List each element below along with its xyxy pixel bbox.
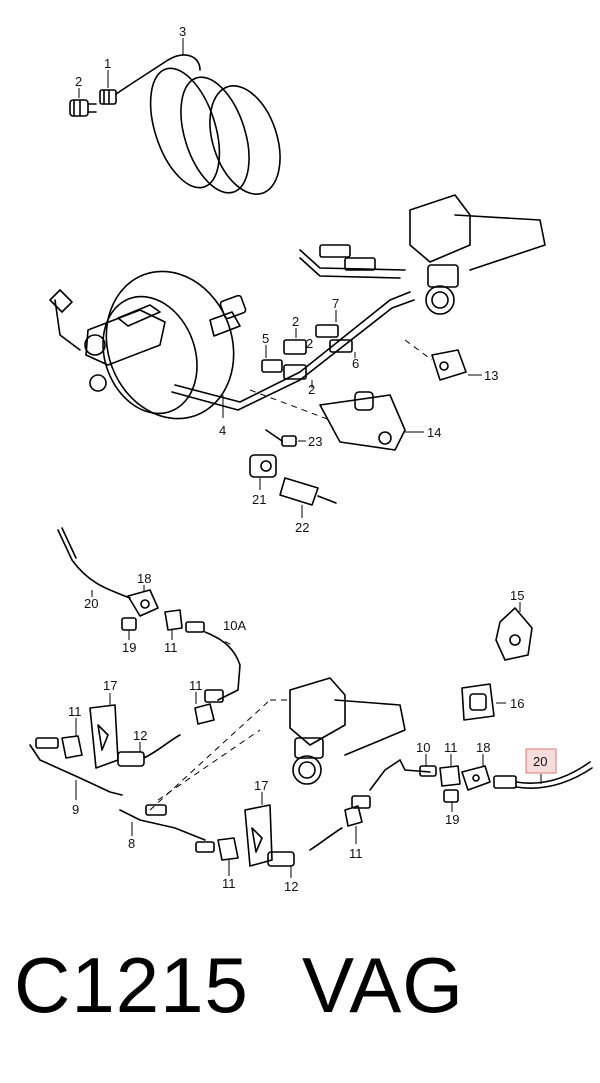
callout-label: 22 bbox=[295, 520, 309, 535]
screw-23 bbox=[265, 429, 297, 447]
callout-label: 21 bbox=[252, 492, 266, 507]
clip-11-upper-left bbox=[164, 609, 205, 633]
clip-11-right bbox=[439, 765, 461, 787]
callout-label: 13 bbox=[484, 368, 498, 383]
callout-label: 10A bbox=[223, 618, 246, 633]
hose-12-right bbox=[267, 827, 343, 867]
callout-label: 2 bbox=[308, 382, 315, 397]
fitting-nut-2 bbox=[69, 99, 97, 117]
brand-name: VAG bbox=[302, 941, 464, 1029]
callout-label: 11 bbox=[68, 704, 82, 719]
nut-19-left bbox=[121, 617, 137, 631]
fitting-11-right-lower bbox=[344, 759, 401, 827]
callout-label: 10 bbox=[416, 740, 430, 755]
fitting-11-mid bbox=[194, 689, 224, 725]
part-code: C1215 bbox=[14, 941, 249, 1029]
brake-hose-20-left bbox=[57, 527, 131, 599]
brake-hose-20-right bbox=[493, 761, 593, 789]
grommet-16 bbox=[461, 683, 495, 721]
line-10A bbox=[204, 631, 241, 701]
callout-label: 5 bbox=[262, 331, 269, 346]
callout-label: 2 bbox=[292, 314, 299, 329]
callout-label: 2 bbox=[75, 74, 82, 89]
callout-label: 8 bbox=[128, 836, 135, 851]
callout-label: 19 bbox=[122, 640, 136, 655]
bracket-18-right bbox=[461, 765, 491, 791]
callout-label: 9 bbox=[72, 802, 79, 817]
callout-label: 18 bbox=[137, 571, 151, 586]
proportioning-valve-lower bbox=[289, 677, 406, 785]
callout-label: 17 bbox=[103, 678, 117, 693]
callout-label: 11 bbox=[164, 640, 178, 655]
line-8 bbox=[119, 804, 206, 841]
callout-label: 17 bbox=[254, 778, 268, 793]
nut-19-right bbox=[443, 789, 459, 803]
line-10-right bbox=[399, 759, 437, 777]
clip-11-left bbox=[35, 735, 83, 759]
callout-label: 14 bbox=[427, 425, 441, 440]
proportioning-valve-upper bbox=[409, 194, 546, 315]
callout-label: 1 bbox=[104, 56, 111, 71]
callout-label: 12 bbox=[284, 879, 298, 894]
line-9 bbox=[29, 744, 123, 796]
callout-label: 3 bbox=[179, 24, 186, 39]
callout-label: 4 bbox=[219, 423, 226, 438]
bracket-18-left bbox=[127, 589, 159, 617]
clip-11-bottom bbox=[195, 837, 239, 861]
callout-label: 7 bbox=[332, 296, 339, 311]
sender-21 bbox=[249, 454, 277, 478]
bracket-14 bbox=[319, 391, 406, 451]
callout-label: 20 bbox=[84, 596, 98, 611]
brake-line-coil-3 bbox=[127, 54, 281, 195]
callout-label: 20 bbox=[533, 754, 547, 769]
callout-label: 11 bbox=[222, 876, 236, 891]
brake-booster bbox=[102, 270, 247, 420]
callout-label: 6 bbox=[352, 356, 359, 371]
highlight-box bbox=[525, 748, 557, 774]
callout-label: 11 bbox=[189, 678, 203, 693]
bracket-13 bbox=[431, 349, 467, 381]
callout-label: 18 bbox=[476, 740, 490, 755]
callout-label: 11 bbox=[349, 846, 363, 861]
callout-label: 12 bbox=[133, 728, 147, 743]
callout-label: 16 bbox=[510, 696, 524, 711]
bracket-17-left bbox=[89, 704, 119, 769]
leader-lines bbox=[75, 38, 542, 878]
hose-12-left bbox=[117, 734, 181, 767]
callout-label: 23 bbox=[308, 434, 322, 449]
callout-label: 19 bbox=[445, 812, 459, 827]
callout-label: 11 bbox=[444, 740, 458, 755]
clip-15 bbox=[495, 607, 533, 661]
callout-label: 2 bbox=[306, 336, 313, 351]
switch-22 bbox=[279, 477, 337, 506]
hose-fittings-5-6-7 bbox=[261, 244, 376, 380]
callout-label: 15 bbox=[510, 588, 524, 603]
callout-labels: 1 2 3 2 4 5 2 7 6 2 13 14 23 21 22 20 18… bbox=[68, 24, 547, 894]
bracket-17-right bbox=[244, 804, 273, 867]
fitting-1 bbox=[99, 85, 129, 105]
master-cylinder bbox=[49, 289, 166, 392]
brake-lines-main bbox=[171, 249, 415, 411]
